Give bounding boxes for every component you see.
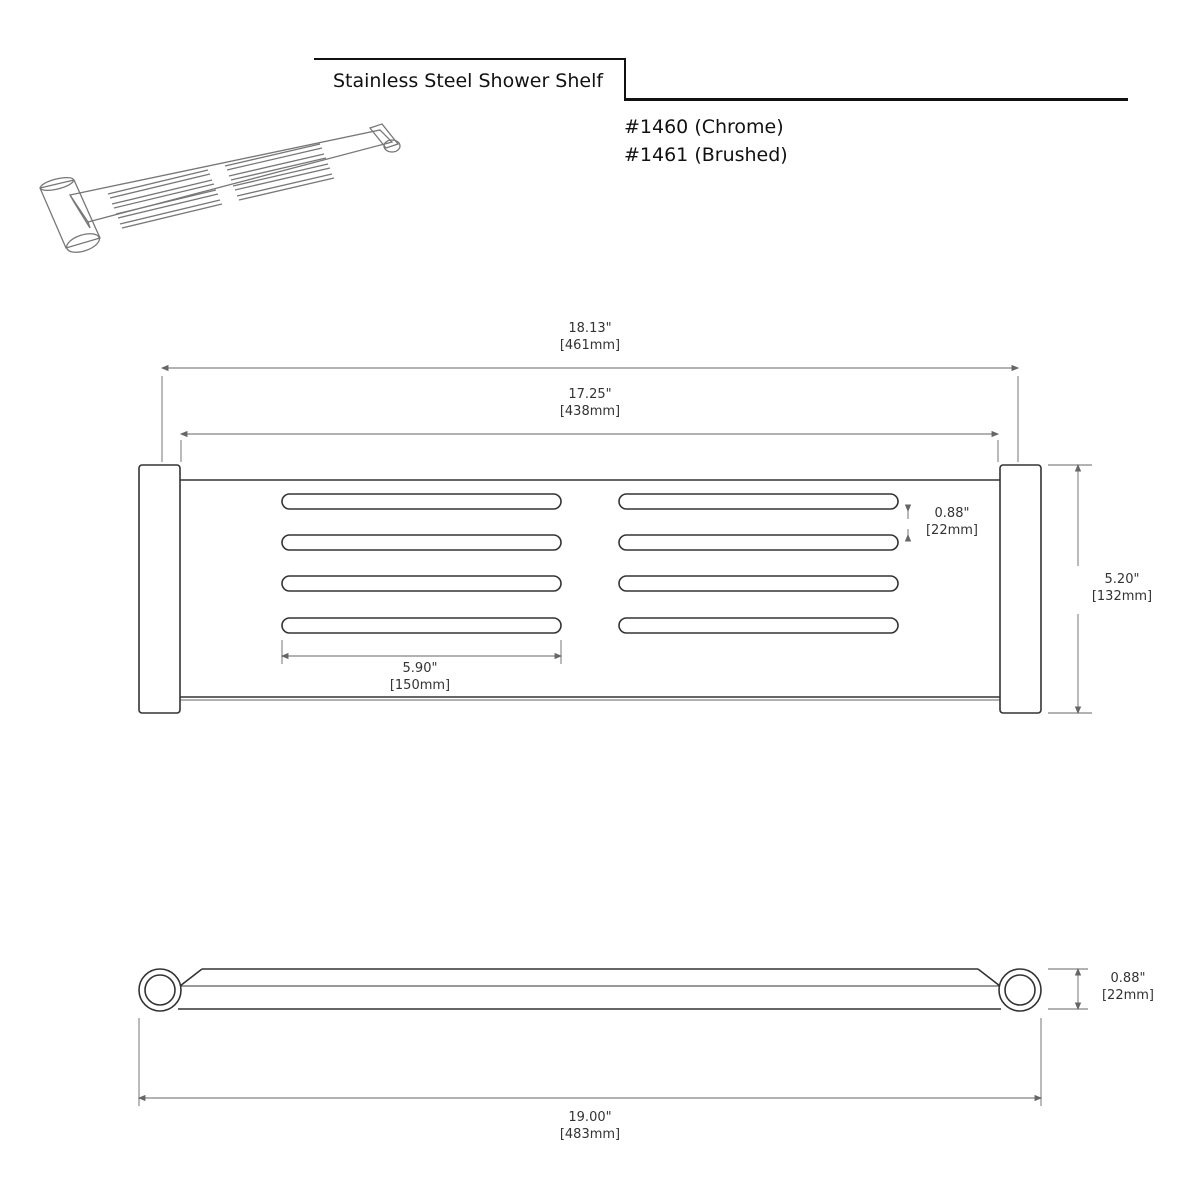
drain-slots: [281, 493, 899, 634]
dim-slot-spacing-inch: 0.88": [934, 506, 970, 521]
slot: [618, 493, 899, 510]
dim-rail-diameter-inch: 0.88": [1110, 971, 1146, 986]
dim-rail-diameter: 0.88" [22mm]: [1088, 970, 1168, 1004]
dim-overall-width-inch: 18.13": [568, 321, 612, 336]
dimension-lines: [160, 364, 1092, 715]
dim-inner-width-inch: 17.25": [568, 387, 612, 402]
top-view-shelf: [138, 464, 1042, 714]
dim-slot-spacing: 0.88" [22mm]: [912, 505, 992, 539]
header-rule-top: [314, 58, 626, 60]
model-brushed: #1461 (Brushed): [624, 144, 788, 166]
dim-rail-diameter-mm: [22mm]: [1101, 988, 1154, 1003]
slot: [618, 575, 899, 592]
dim-slot-length-mm: [150mm]: [389, 678, 451, 693]
model-chrome: #1460 (Chrome): [624, 116, 784, 138]
slot: [281, 575, 562, 592]
dim-overall-width-mm: [461mm]: [559, 338, 621, 353]
dim-slot-spacing-mm: [22mm]: [925, 523, 978, 538]
slot: [618, 534, 899, 551]
side-view-shelf: [138, 968, 1042, 1012]
dim-inner-width-mm: [438mm]: [559, 404, 621, 419]
dim-total-length-mm: [483mm]: [559, 1127, 621, 1142]
header-rule-bottom: [624, 98, 1128, 101]
dim-inner-width: 17.25" [438mm]: [540, 386, 640, 420]
dim-depth-mm: [132mm]: [1091, 589, 1153, 604]
slot: [281, 617, 562, 634]
slot: [281, 493, 562, 510]
product-title: Stainless Steel Shower Shelf: [333, 70, 604, 92]
dim-total-length-inch: 19.00": [568, 1110, 612, 1125]
dim-slot-length-inch: 5.90": [402, 661, 438, 676]
slot: [618, 617, 899, 634]
shower-shelf-perspective-icon: [39, 123, 401, 253]
dim-depth: 5.20" [132mm]: [1082, 571, 1162, 605]
dim-total-length: 19.00" [483mm]: [540, 1109, 640, 1143]
dim-overall-width: 18.13" [461mm]: [540, 320, 640, 354]
side-dimension-lines: [137, 967, 1088, 1106]
header-rule-step: [624, 58, 626, 100]
slot: [281, 534, 562, 551]
dim-slot-length: 5.90" [150mm]: [370, 660, 470, 694]
dim-depth-inch: 5.20": [1104, 572, 1140, 587]
